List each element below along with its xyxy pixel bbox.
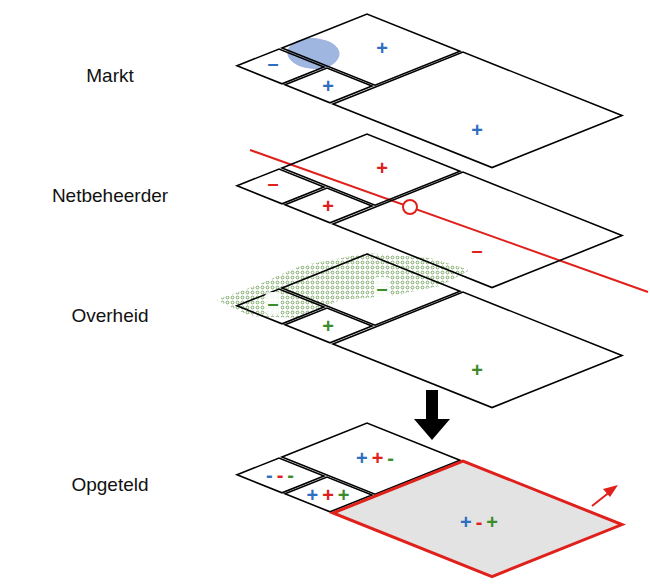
- sign-group: +: [320, 315, 336, 337]
- sign-group: +: [320, 75, 336, 97]
- land-parcel: +: [282, 134, 460, 205]
- sign-group: –: [372, 277, 391, 299]
- sign-group: +: [374, 37, 390, 59]
- land-parcel: +: [285, 308, 372, 343]
- sign-group: +: [320, 195, 336, 217]
- impact-sign: –: [267, 172, 278, 194]
- sign-group: +++: [304, 484, 351, 506]
- land-parcel: +: [333, 292, 622, 408]
- impact-sign: +: [471, 359, 483, 381]
- impact-sign: -: [287, 464, 294, 486]
- sign-group: +: [469, 359, 485, 381]
- land-parcel: –: [237, 49, 324, 84]
- impact-sign: +: [460, 511, 472, 533]
- impact-sign: –: [267, 52, 278, 74]
- sign-group: +: [374, 157, 390, 179]
- impact-sign: –: [471, 239, 482, 261]
- land-parcel: +-+: [333, 461, 622, 577]
- sum-arrow: [414, 390, 450, 440]
- parcel-outline: [282, 134, 460, 205]
- impact-sign: -: [476, 511, 483, 533]
- impact-sign: +: [306, 484, 318, 506]
- sign-group: ---: [264, 464, 296, 486]
- parcel-outline: [282, 254, 460, 325]
- sign-group: ++-: [354, 447, 396, 469]
- impact-sign: +: [322, 315, 334, 337]
- sign-group: –: [469, 239, 484, 261]
- impact-sign: +: [486, 511, 498, 533]
- impact-sign: +: [322, 484, 334, 506]
- land-parcel: –: [282, 254, 460, 325]
- layer-label: Opgeteld: [71, 474, 148, 496]
- layer-label: Overheid: [71, 305, 148, 327]
- land-parcel: +: [285, 188, 372, 223]
- sign-group: –: [263, 292, 282, 314]
- impact-sign: -: [387, 447, 394, 469]
- land-parcel: –: [237, 289, 324, 324]
- parcel-outline: [282, 14, 460, 85]
- impact-sign: -: [277, 464, 284, 486]
- sign-group: +-+: [458, 511, 500, 533]
- sign-group: –: [265, 172, 280, 194]
- expansion-arrow: [592, 485, 618, 506]
- parcel-outline: [237, 169, 324, 204]
- land-parcel: +: [333, 52, 622, 168]
- parcel-outline: [333, 172, 622, 288]
- impact-sign: +: [471, 119, 483, 141]
- impact-sign: –: [265, 292, 280, 314]
- impact-sign: +: [322, 75, 334, 97]
- impact-sign: +: [376, 37, 388, 59]
- grid-station: [403, 200, 417, 214]
- impact-sign: –: [374, 277, 389, 299]
- layer-label: Netbeheerder: [52, 185, 168, 207]
- impact-sign: +: [376, 157, 388, 179]
- sign-group: +: [469, 119, 485, 141]
- parcel-outline: [237, 49, 324, 84]
- impact-sign: +: [372, 447, 384, 469]
- land-parcel: +: [285, 68, 372, 103]
- sign-group: –: [265, 52, 280, 74]
- impact-sign: -: [266, 464, 273, 486]
- layer-label: Markt: [86, 65, 134, 87]
- parcel-outline: [333, 292, 622, 408]
- parcel-outline: [237, 289, 324, 324]
- land-parcel: –: [333, 172, 622, 288]
- land-parcel: +: [282, 14, 460, 85]
- impact-sign: +: [322, 195, 334, 217]
- impact-sign: +: [356, 447, 368, 469]
- land-parcel: –: [237, 169, 324, 204]
- parcel-outline: [333, 52, 622, 168]
- impact-sign: +: [338, 484, 350, 506]
